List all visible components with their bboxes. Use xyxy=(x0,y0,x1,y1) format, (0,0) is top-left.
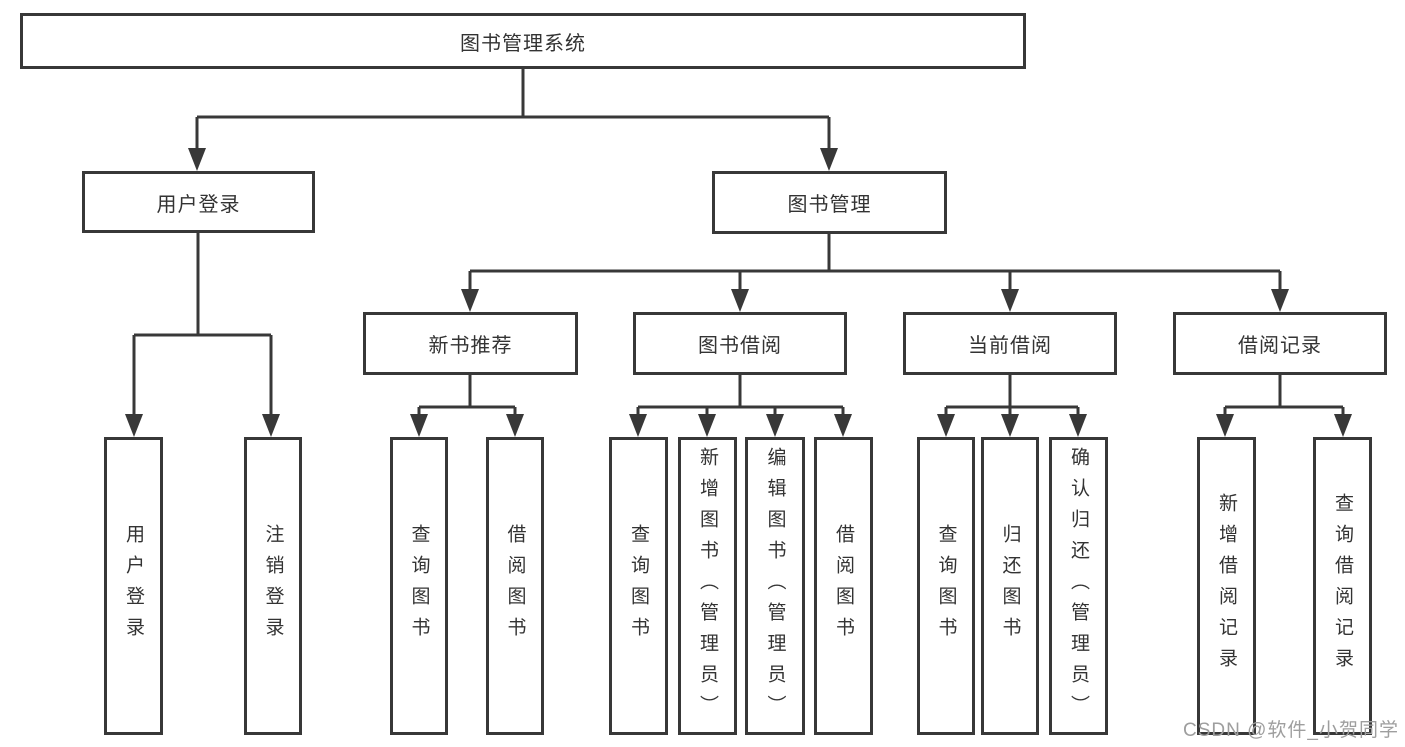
leaf-user-login: 用户登录 xyxy=(104,437,163,735)
leaf-query-book-current: 查询图书 xyxy=(917,437,975,735)
node-library-management-system: 图书管理系统 xyxy=(20,13,1026,69)
arrow-down-icon xyxy=(1001,414,1019,437)
arrow-down-icon xyxy=(731,289,749,312)
arrow-down-icon xyxy=(766,414,784,437)
arrow-down-icon xyxy=(937,414,955,437)
arrow-down-icon xyxy=(262,414,280,437)
arrow-down-icon xyxy=(1069,414,1087,437)
arrow-down-icon xyxy=(1216,414,1234,437)
arrow-down-icon xyxy=(629,414,647,437)
leaf-logout: 注销登录 xyxy=(244,437,302,735)
leaf-query-book-borrow: 查询图书 xyxy=(609,437,668,735)
arrow-down-icon xyxy=(698,414,716,437)
leaf-edit-book-admin: 编辑图书（管理员） xyxy=(745,437,805,735)
leaf-confirm-return-admin: 确认归还（管理员） xyxy=(1049,437,1108,735)
node-book-management: 图书管理 xyxy=(712,171,947,234)
node-current-borrow: 当前借阅 xyxy=(903,312,1117,375)
connector-currentborrow-to-leaves xyxy=(944,375,1080,419)
arrow-down-icon xyxy=(834,414,852,437)
leaf-add-borrow-record: 新增借阅记录 xyxy=(1197,437,1256,735)
arrow-down-icon xyxy=(1334,414,1352,437)
connector-bookborrow-to-leaves xyxy=(636,375,845,419)
arrow-down-icon xyxy=(188,148,206,171)
leaf-borrow-book: 借阅图书 xyxy=(814,437,873,735)
arrow-down-icon xyxy=(1271,289,1289,312)
leaf-query-borrow-record: 查询借阅记录 xyxy=(1313,437,1372,735)
leaf-add-book-admin: 新增图书（管理员） xyxy=(678,437,737,735)
node-user-login: 用户登录 xyxy=(82,171,315,233)
node-book-borrow: 图书借阅 xyxy=(633,312,847,375)
leaf-borrow-book-recommend: 借阅图书 xyxy=(486,437,544,735)
arrow-down-icon xyxy=(820,148,838,171)
arrow-down-icon xyxy=(125,414,143,437)
connector-borrowrecord-to-leaves xyxy=(1223,375,1345,419)
leaf-query-book-recommend: 查询图书 xyxy=(390,437,448,735)
connector-root-to-level2 xyxy=(195,69,831,153)
arrow-down-icon xyxy=(506,414,524,437)
arrow-down-icon xyxy=(1001,289,1019,312)
node-new-book-recommend: 新书推荐 xyxy=(363,312,578,375)
arrow-down-icon xyxy=(410,414,428,437)
connector-newbook-to-leaves xyxy=(417,375,517,419)
connector-userlogin-to-leaves xyxy=(132,233,273,419)
csdn-watermark: CSDN @软件_小贺同学 xyxy=(1183,720,1399,741)
connector-bookmgmt-to-level3 xyxy=(468,234,1282,294)
arrowheads xyxy=(125,148,1352,437)
leaf-return-book: 归还图书 xyxy=(981,437,1039,735)
arrow-down-icon xyxy=(461,289,479,312)
node-borrow-records: 借阅记录 xyxy=(1173,312,1387,375)
